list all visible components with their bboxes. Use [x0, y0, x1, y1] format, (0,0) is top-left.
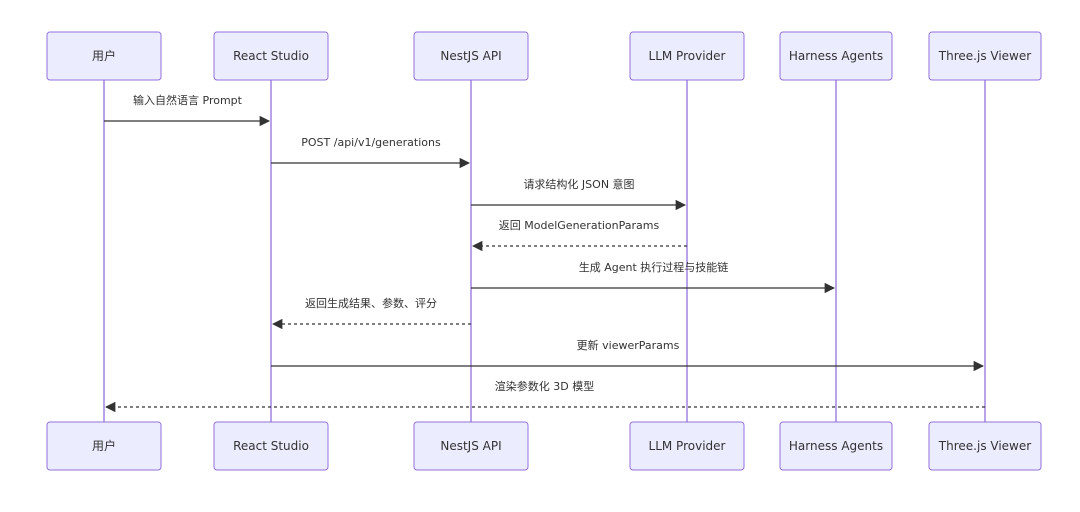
participant-box: [629, 421, 745, 471]
message-label: 请求结构化 JSON 意图: [523, 177, 634, 191]
participant-studio-top: React Studio: [213, 31, 329, 81]
participant-box: [413, 421, 529, 471]
participant-label: NestJS API: [440, 439, 501, 453]
message-7: 更新 viewerParams: [271, 338, 985, 372]
participant-label: 用户: [92, 48, 116, 63]
participant-user-top: 用户: [46, 31, 162, 81]
message-3: 请求结构化 JSON 意图: [471, 177, 687, 211]
message-label: 渲染参数化 3D 模型: [495, 379, 594, 393]
participant-llm-bottom: LLM Provider: [629, 421, 745, 471]
message-label: POST /api/v1/generations: [301, 136, 441, 149]
participant-box: [213, 31, 329, 81]
participant-llm-top: LLM Provider: [629, 31, 745, 81]
participant-box: [213, 421, 329, 471]
participant-box: [928, 31, 1042, 81]
message-label: 生成 Agent 执行过程与技能链: [579, 260, 729, 274]
participant-api-bottom: NestJS API: [413, 421, 529, 471]
message-6: 返回生成结果、参数、评分: [271, 296, 471, 330]
participant-box: [779, 421, 893, 471]
participant-viewer-top: Three.js Viewer: [928, 31, 1042, 81]
message-label: 返回 ModelGenerationParams: [499, 219, 660, 232]
participant-box: [46, 421, 162, 471]
participant-box: [46, 31, 162, 81]
participant-label: Harness Agents: [789, 49, 883, 63]
participant-box: [928, 421, 1042, 471]
participant-box: [779, 31, 893, 81]
participant-user-bottom: 用户: [46, 421, 162, 471]
participant-label: 用户: [92, 438, 116, 453]
participant-label: React Studio: [233, 439, 309, 453]
participant-agents-top: Harness Agents: [779, 31, 893, 81]
participant-label: LLM Provider: [649, 49, 726, 63]
participant-box: [629, 31, 745, 81]
message-2: POST /api/v1/generations: [271, 136, 471, 169]
participant-label: React Studio: [233, 49, 309, 63]
message-label: 返回生成结果、参数、评分: [305, 296, 437, 310]
participant-label: NestJS API: [440, 49, 501, 63]
message-label: 更新 viewerParams: [577, 338, 680, 352]
participant-label: Harness Agents: [789, 439, 883, 453]
participant-label: Three.js Viewer: [938, 439, 1031, 453]
participant-box: [413, 31, 529, 81]
message-4: 返回 ModelGenerationParams: [471, 219, 687, 252]
participant-label: LLM Provider: [649, 439, 726, 453]
message-label: 输入自然语言 Prompt: [133, 93, 243, 107]
participant-label: Three.js Viewer: [938, 49, 1031, 63]
participant-studio-bottom: React Studio: [213, 421, 329, 471]
message-5: 生成 Agent 执行过程与技能链: [471, 260, 836, 294]
participant-api-top: NestJS API: [413, 31, 529, 81]
lifelines: [103, 80, 986, 422]
participant-agents-bottom: Harness Agents: [779, 421, 893, 471]
message-8: 渲染参数化 3D 模型: [104, 379, 985, 413]
message-1: 输入自然语言 Prompt: [104, 93, 271, 127]
participant-viewer-bottom: Three.js Viewer: [928, 421, 1042, 471]
